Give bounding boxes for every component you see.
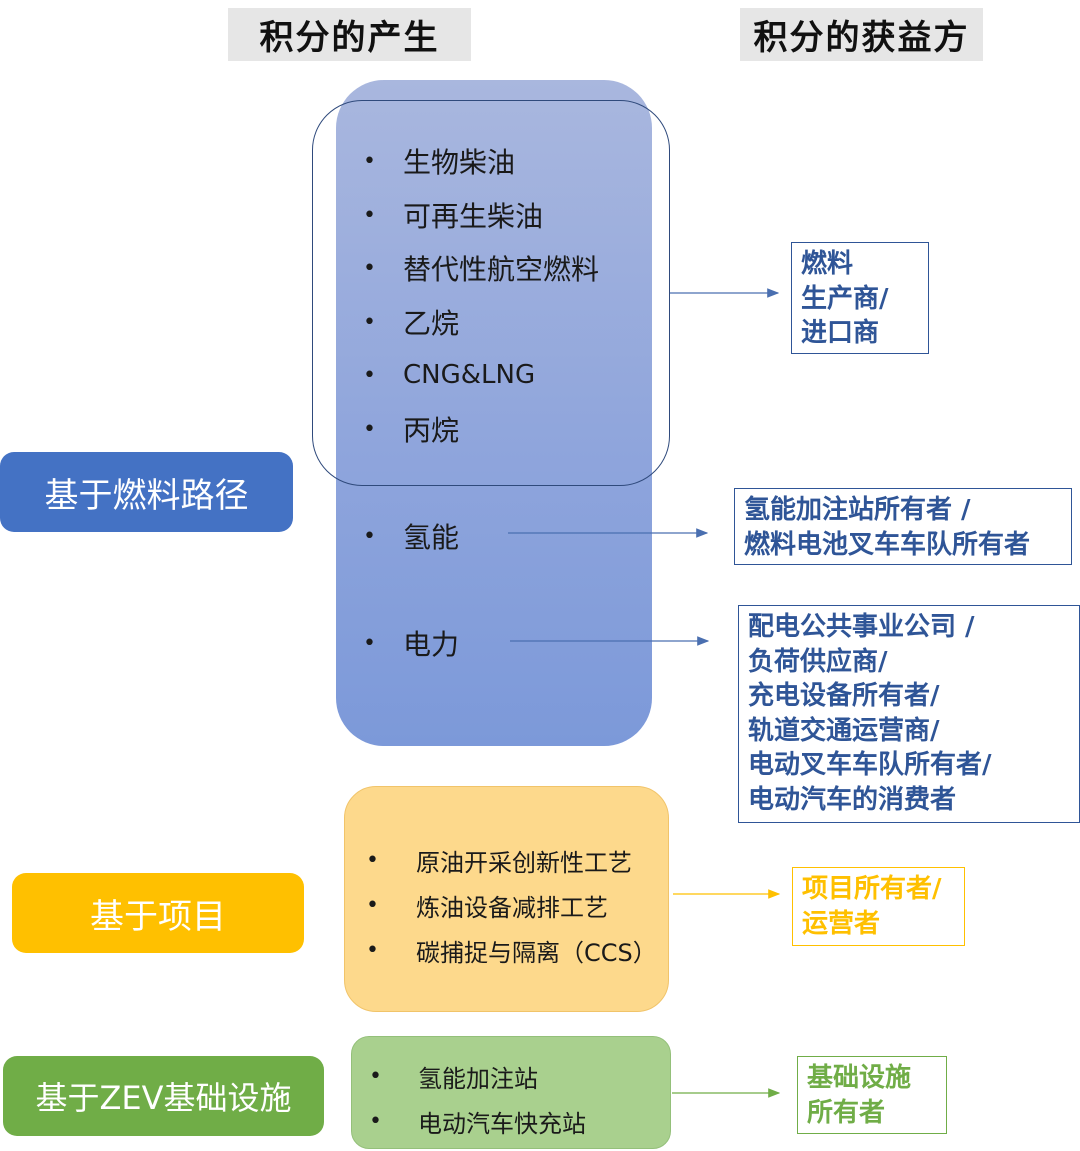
category-zev-infrastructure: 基于ZEV基础设施 [3,1056,324,1136]
bullet-icon: • [366,892,379,918]
beneficiary-hydrogen-owners: 氢能加注站所有者 / 燃料电池叉车车队所有者 [734,488,1072,565]
beneficiary-project-owners: 项目所有者/ 运营者 [792,867,965,946]
fuel-item: •CNG&LNG [363,360,536,390]
zev-item: •氢能加注站 [369,1063,538,1093]
bullet-icon: • [363,255,376,281]
bullet-icon: • [363,416,376,442]
liquid-gas-fuels-group-outline [312,100,670,486]
zev-infrastructure-panel [351,1036,671,1149]
hydrogen-item: •氢能 [363,521,460,554]
category-project: 基于项目 [12,873,304,953]
project-item: •炼油设备减排工艺 [366,892,608,922]
beneficiary-infrastructure-owners: 基础设施 所有者 [797,1056,947,1134]
bullet-icon: • [363,523,376,549]
bullet-icon: • [363,148,376,174]
bullet-icon: • [363,309,376,335]
fuel-item: •生物柴油 [363,146,516,179]
fuel-pathway-panel [336,80,652,746]
bullet-icon: • [366,847,379,873]
fuel-item: •可再生柴油 [363,200,544,233]
beneficiary-fuel-producers: 燃料 生产商/ 进口商 [791,242,929,354]
fuel-item: •替代性航空燃料 [363,253,600,286]
header-credit-generation: 积分的产生 [228,8,471,61]
fuel-item: •丙烷 [363,414,460,447]
electricity-item: •电力 [363,628,460,661]
fuel-item: •乙烷 [363,307,460,340]
bullet-icon: • [369,1108,382,1134]
project-panel [344,786,669,1012]
bullet-icon: • [369,1063,382,1089]
beneficiary-electricity-parties: 配电公共事业公司 / 负荷供应商/ 充电设备所有者/ 轨道交通运营商/ 电动叉车… [738,605,1080,823]
bullet-icon: • [366,937,379,963]
zev-item: •电动汽车快充站 [369,1108,586,1138]
project-item: •碳捕捉与隔离（CCS） [366,937,657,967]
bullet-icon: • [363,630,376,656]
bullet-icon: • [363,202,376,228]
project-item: •原油开采创新性工艺 [366,847,632,877]
header-credit-beneficiary: 积分的获益方 [740,8,983,61]
bullet-icon: • [363,362,376,388]
category-fuel-pathway: 基于燃料路径 [0,452,293,532]
